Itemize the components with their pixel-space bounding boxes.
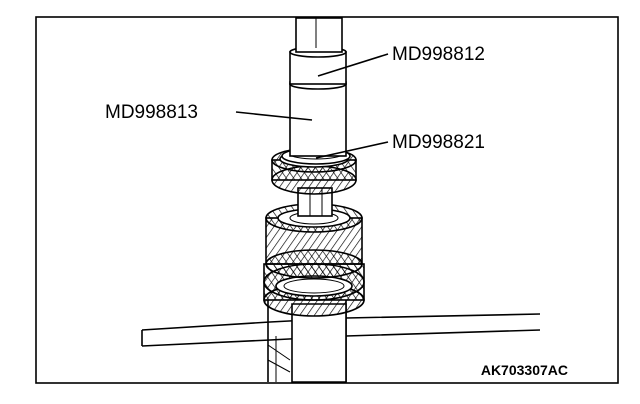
leader-tool-right	[315, 141, 389, 159]
figure-code: AK703307AC	[481, 362, 568, 378]
tool-cylinder	[289, 78, 347, 157]
shaft-lower	[267, 300, 347, 383]
leader-tool-top	[317, 53, 389, 77]
shaft-top	[295, 17, 343, 53]
figure-frame	[35, 16, 619, 384]
label-tool-top: MD998812	[392, 44, 485, 65]
label-tool-right: MD998821	[392, 132, 485, 153]
tool-sleeve	[289, 46, 347, 85]
leader-tool-left	[235, 111, 313, 121]
label-tool-left: MD998813	[105, 102, 198, 123]
